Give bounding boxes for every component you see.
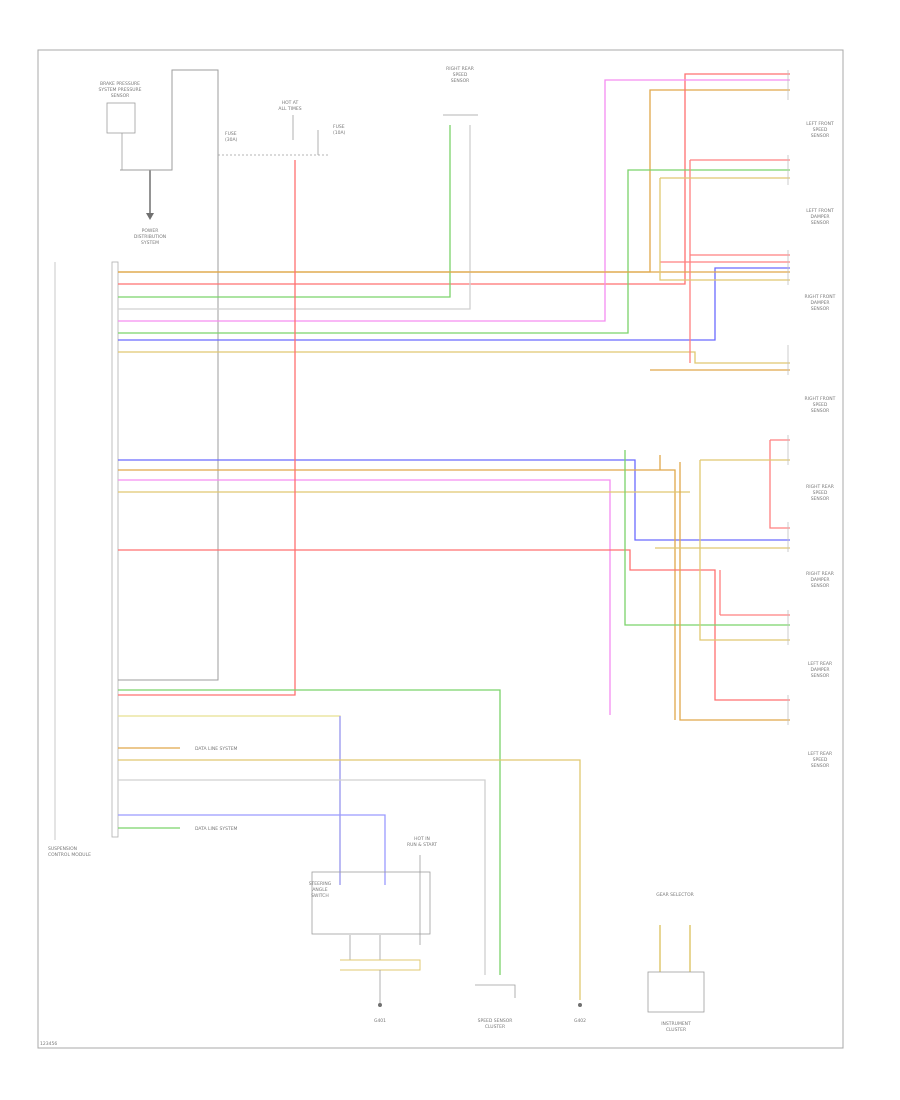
lower-wire-group (118, 689, 581, 1000)
lr-speed-2: SPEED (813, 757, 828, 763)
steering-label-3: SWITCH (311, 893, 329, 899)
upper-wire-group (118, 73, 790, 371)
rf-speed-1: RIGHT FRONT (805, 396, 836, 402)
steering-angle-switch: STEERING ANGLE SWITCH HOT IN RUN & START… (309, 836, 438, 1024)
rr-damper-3: SENSOR (811, 583, 830, 589)
gear-selector-label: GEAR SELECTOR (656, 892, 694, 898)
power-distribution-label-1: POWER (142, 228, 159, 234)
hot-label-1: HOT AT (282, 100, 299, 106)
bottom-speed-sensor: SPEED SENSOR CLUSTER G402 (475, 984, 586, 1030)
fuse-label-2: (30A) (225, 137, 238, 143)
fuse-label-1: FUSE (225, 131, 237, 137)
data-line-label-2: DATA LINE SYSTEM (195, 826, 238, 832)
control-module: SUSPENSION CONTROL MODULE (48, 261, 119, 858)
rf-damper-1: RIGHT FRONT (805, 294, 836, 300)
instrument-label-1: INSTRUMENT (661, 1021, 691, 1027)
power-distribution-label-2: DISTRIBUTION (134, 234, 166, 240)
ignition-label-1: HOT IN (414, 836, 430, 842)
control-module-label-2: CONTROL MODULE (48, 852, 91, 858)
instrument-label-2: CLUSTER (666, 1027, 686, 1033)
brake-pressure-label-1: BRAKE PRESSURE (100, 81, 140, 87)
sensor-labels: LEFT FRONT SPEED SENSOR LEFT FRONT DAMPE… (805, 121, 836, 769)
steering-label-2: ANGLE (312, 887, 327, 893)
ground-g402: G402 (574, 1018, 586, 1024)
control-module-label-1: SUSPENSION (48, 846, 77, 852)
rf-speed-2: SPEED (813, 402, 828, 408)
lf-damper-1: LEFT FRONT (806, 208, 834, 214)
top-sensor-label-3: SENSOR (451, 78, 470, 84)
rr-damper-2: DAMPER (810, 577, 829, 583)
rr-speed-1: RIGHT REAR (806, 484, 834, 490)
power-feed-wire (118, 160, 296, 696)
lf-damper-3: SENSOR (811, 220, 830, 226)
diagram-frame (37, 49, 844, 1049)
lr-damper-1: LEFT REAR (808, 661, 832, 667)
rf-damper-2: DAMPER (810, 300, 829, 306)
rr-damper-1: RIGHT REAR (806, 571, 834, 577)
middle-wire-group (118, 439, 790, 721)
speed-cluster-label-1: SPEED SENSOR (478, 1018, 513, 1024)
lf-speed-3: SENSOR (811, 133, 830, 139)
rr-speed-3: SENSOR (811, 496, 830, 502)
power-distribution-label-3: SYSTEM (141, 240, 159, 246)
hot-label-2: ALL TIMES (278, 106, 301, 112)
top-sensor-label-1: RIGHT REAR (446, 66, 474, 72)
lf-speed-2: SPEED (813, 127, 828, 133)
lf-speed-1: LEFT FRONT (806, 121, 834, 127)
brake-pressure-sensor: BRAKE PRESSURE SYSTEM PRESSURE SENSOR PO… (98, 81, 166, 246)
lf-damper-2: DAMPER (810, 214, 829, 220)
speed-cluster-label-2: CLUSTER (485, 1024, 505, 1030)
rf-speed-3: SENSOR (811, 408, 830, 414)
rr-speed-2: SPEED (813, 490, 828, 496)
ground-g401: G401 (374, 1018, 386, 1024)
lr-speed-1: LEFT REAR (808, 751, 832, 757)
lr-speed-3: SENSOR (811, 763, 830, 769)
instrument-cluster: GEAR SELECTOR INSTRUMENT CLUSTER (647, 892, 705, 1033)
data-line-label-1: DATA LINE SYSTEM (195, 746, 238, 752)
brake-pressure-label-2: SYSTEM PRESSURE (98, 87, 141, 93)
ignition-label-2: RUN & START (407, 842, 437, 848)
steering-label-1: STEERING (309, 881, 332, 887)
fuse2-label-2: (10A) (333, 130, 346, 136)
top-sensor-label-2: SPEED (453, 72, 468, 78)
fuse-block: FUSE (30A) HOT AT ALL TIMES FUSE (10A) (118, 69, 346, 681)
brake-pressure-label-3: SENSOR (111, 93, 130, 99)
fuse2-label-1: FUSE (333, 124, 345, 130)
lr-damper-2: DAMPER (810, 667, 829, 673)
footer-id: 123456 (40, 1041, 57, 1047)
lr-damper-3: SENSOR (811, 673, 830, 679)
top-center-sensor: RIGHT REAR SPEED SENSOR (443, 66, 478, 116)
rf-damper-3: SENSOR (811, 306, 830, 312)
